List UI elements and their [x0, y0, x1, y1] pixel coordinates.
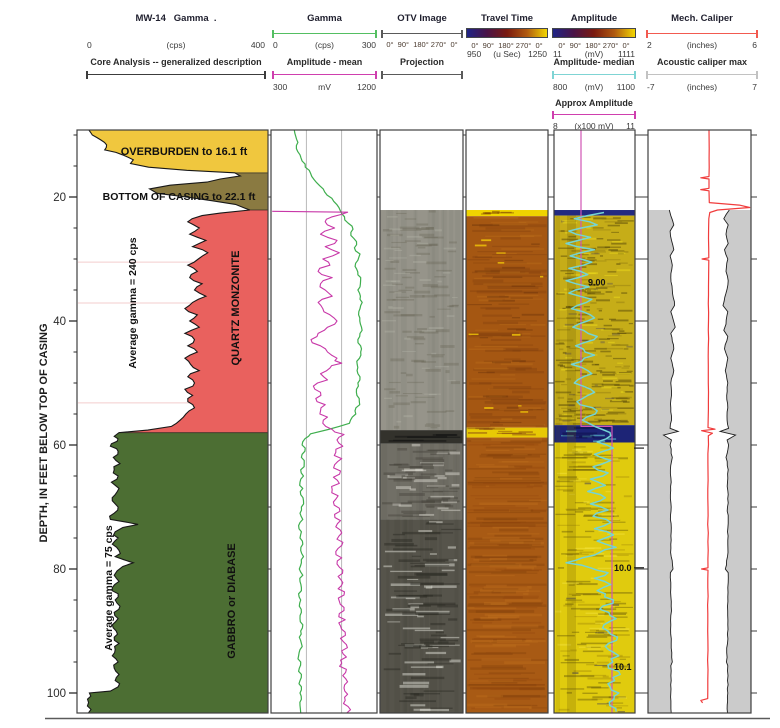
amplitude-annotation: 10.0 [614, 563, 632, 573]
track-subtitle: Projection [399, 57, 444, 67]
depth-tick-label: 40 [53, 316, 66, 328]
depth-axis: 20 40 60 80 100 [45, 129, 770, 720]
track-title: MW-14 Gamma . [135, 13, 217, 24]
lithology-label-casing: BOTTOM OF CASING to 22.1 ft [102, 191, 256, 203]
amplitude-annotation: 10.1 [614, 662, 632, 672]
scale-row: 2 (inches) 6 [646, 40, 758, 50]
scale-row: 950 (u Sec) 1250 [466, 49, 548, 59]
lith-layer [88, 130, 269, 173]
header-amplitude: Amplitude 0° 90° 180° 270° 0° 11 (mV) 11… [552, 0, 636, 131]
scale-row: 0 (cps) 400 [86, 40, 266, 50]
scale-min: 0 [87, 40, 92, 50]
log-curves [272, 129, 751, 714]
azimuth-row: 0° 90° 180° 270° 0° [471, 41, 543, 50]
scale-unit: (u Sec) [493, 49, 521, 59]
track-title: Mech. Caliper [671, 13, 733, 24]
lith-layer [87, 432, 269, 713]
track-title: Travel Time [480, 13, 534, 24]
scale-row: 800 (mV) 1100 [552, 82, 636, 92]
scale-bracket [86, 70, 266, 81]
scale-min: 2 [647, 40, 652, 50]
depth-tick-label: 60 [53, 440, 66, 452]
depth-axis-label: DEPTH, IN FEET BELOW TOP OF CASING [38, 323, 50, 543]
scale-bracket [646, 70, 758, 81]
scale-row: 300 mV 1200 [272, 82, 377, 92]
scale-min: 11 [553, 49, 562, 59]
image-track-otv [380, 210, 463, 713]
colorbar [466, 28, 548, 38]
scale-row: 0 (cps) 300 [272, 40, 377, 50]
track-title: Gamma [307, 13, 342, 24]
scale-min: 300 [273, 82, 288, 92]
track-title: Amplitude [570, 13, 618, 24]
avg-gamma-240-label: Average gamma = 240 cps [127, 237, 139, 369]
depth-tick-label: 20 [53, 192, 66, 204]
scale-unit: (mV) [584, 82, 604, 92]
scale-unit: (mV) [584, 49, 604, 59]
scale-unit: (x100 mV) [574, 121, 614, 131]
scale-min: 8 [553, 121, 558, 131]
scale-max: 1200 [357, 82, 376, 92]
scale-unit: mV [318, 82, 331, 92]
scale-max: 7 [752, 82, 757, 92]
image-tracks [380, 210, 635, 713]
depth-tick-label: 80 [53, 564, 66, 576]
scale-max: 400 [250, 40, 265, 50]
header-gamma: Gamma 0 (cps) 300 Amplitude - mean 300 m… [272, 0, 377, 130]
scale-unit: (inches) [686, 82, 718, 92]
lithology-label-overburden: OVERBURDEN to 16.1 ft [120, 146, 248, 158]
lithology-label-gabbro: GABBRO or DIABASE [226, 543, 238, 659]
scale-unit: (cps) [315, 40, 334, 50]
lith-layer [119, 210, 268, 433]
scale-bracket [272, 29, 377, 40]
scale-min: 950 [467, 49, 482, 59]
azimuth-row: 0° 90° 180° 270° 0° [558, 41, 630, 50]
scale-unit: (inches) [686, 40, 718, 50]
scale-bracket [646, 29, 758, 40]
image-track-tt [466, 210, 548, 713]
track-subtitle: Amplitude- median [553, 57, 635, 67]
header-travel-time: Travel Time 0° 90° 180° 270° 0° 950 (u S… [466, 0, 548, 130]
scale-min: 800 [553, 82, 568, 92]
annotations: 9.00 10.0 10.1 [588, 278, 644, 672]
scale-max: 1100 [616, 82, 635, 92]
scale-bracket [272, 70, 377, 81]
track-subtitle: Acoustic caliper max [656, 57, 748, 67]
scale-bracket [381, 29, 463, 40]
scale-max: 1111 [617, 49, 635, 59]
lithology-track [78, 129, 269, 714]
track-subtitle: Approx Amplitude [555, 98, 633, 108]
scale-row: 8 (x100 mV) 11 [552, 121, 636, 131]
track-subtitle: Core Analysis -- generalized description [90, 57, 262, 67]
scale-max: 1250 [528, 49, 547, 59]
scale-max: 6 [752, 40, 757, 50]
track-subtitle: Amplitude - mean [286, 57, 363, 67]
header-otv-image: OTV Image 0° 90° 180° 270° 0° Projection [381, 0, 463, 130]
scale-max: 300 [361, 40, 376, 50]
track-title: OTV Image [397, 13, 447, 24]
header-core-analysis: MW-14 Gamma . 0 (cps) 400 Core Analysis … [86, 0, 266, 130]
colorbar [552, 28, 636, 38]
amplitude-annotation: 9.00 [588, 278, 606, 288]
scale-bracket [552, 110, 636, 121]
scale-min: 0 [273, 40, 278, 50]
scale-bracket [381, 70, 463, 81]
azimuth-row: 0° 90° 180° 270° 0° [386, 40, 458, 49]
depth-tick-label: 100 [47, 688, 66, 700]
scale-row: -7 (inches) 7 [646, 82, 758, 92]
lithology-label-monzonite: QUARTZ MONZONITE [230, 250, 242, 366]
lith-layer [149, 172, 268, 210]
scale-row: 11 (mV) 1111 [552, 49, 636, 59]
scale-bracket [552, 70, 636, 81]
scale-min: -7 [647, 82, 655, 92]
header-caliper: Mech. Caliper 2 (inches) 6 Acoustic cali… [646, 0, 758, 130]
scale-unit: (cps) [166, 40, 186, 50]
scale-max: 11 [626, 121, 635, 131]
avg-gamma-75-label: Average gamma = 75 cps [103, 525, 115, 651]
